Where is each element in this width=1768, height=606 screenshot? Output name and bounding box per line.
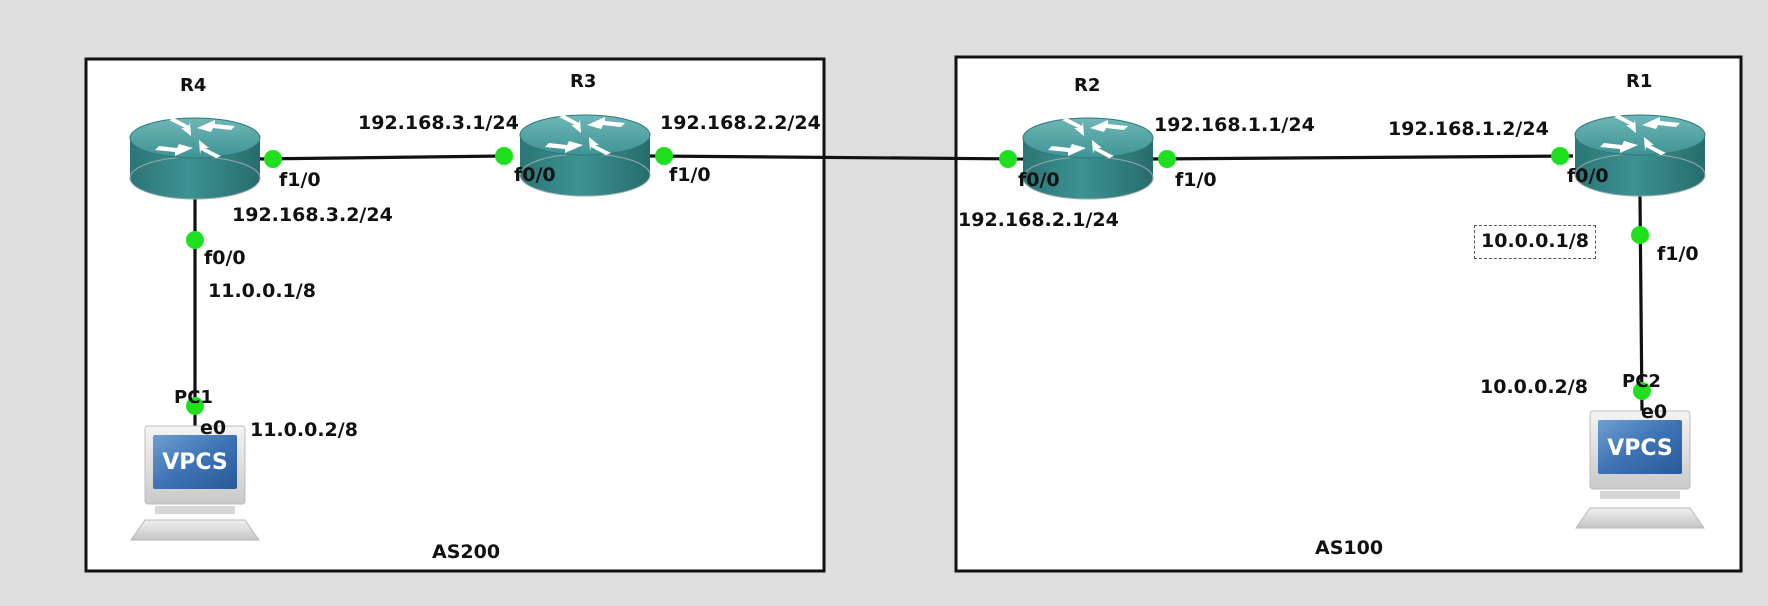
router-r1[interactable] [1574, 114, 1706, 197]
device-label-r3: R3 [570, 71, 597, 92]
if-label-r3-f00: f0/0 [514, 164, 556, 186]
pc-pc1[interactable]: VPCS [130, 425, 260, 541]
port-dot-r1-f10[interactable] [1631, 226, 1649, 244]
port-dot-pc1-e0[interactable] [186, 397, 204, 415]
pc-pc2[interactable]: VPCS [1575, 410, 1705, 529]
addr-label-r3-f10: 192.168.2.2/24 [660, 112, 821, 134]
if-label-r1-f10: f1/0 [1657, 243, 1699, 265]
port-dot-r3-f00[interactable] [495, 147, 513, 165]
port-dot-r2-f10[interactable] [1158, 150, 1176, 168]
addr-label-pc2: 10.0.0.2/8 [1480, 376, 1588, 398]
device-label-r1: R1 [1626, 71, 1653, 92]
link-r4-r3[interactable] [255, 154, 505, 161]
port-dot-r2-f00[interactable] [999, 150, 1017, 168]
router-arrows-icon [1600, 115, 1680, 155]
if-label-r4-f10: f1/0 [279, 169, 321, 191]
device-label-pc2: PC2 [1622, 371, 1661, 392]
if-label-r1-f00: f0/0 [1567, 165, 1609, 187]
port-dot-r4-f10[interactable] [264, 150, 282, 168]
device-label-r2: R2 [1074, 75, 1101, 96]
addr-label-r3-f00: 192.168.3.1/24 [358, 112, 519, 134]
link-r3-r2[interactable] [649, 154, 1026, 161]
addr-label-r2-f10: 192.168.1.1/24 [1154, 114, 1315, 136]
link-r2-r1[interactable] [1149, 154, 1574, 161]
addr-label-r4-f10: 192.168.3.2/24 [232, 204, 393, 226]
port-dot-pc2-e0[interactable] [1633, 382, 1651, 400]
addr-label-r2-f00: 192.168.2.1/24 [958, 209, 1119, 231]
addr-label-pc1: 11.0.0.2/8 [250, 419, 358, 441]
port-dot-r1-f00[interactable] [1551, 147, 1569, 165]
area-label-as200: AS200 [432, 541, 501, 563]
router-r3[interactable] [519, 114, 651, 197]
router-arrows-icon [1048, 118, 1128, 158]
area-label-as100: AS100 [1315, 537, 1384, 559]
if-label-pc2-e0: e0 [1641, 401, 1668, 423]
device-label-r4: R4 [180, 75, 207, 96]
vpcs-screen-label: VPCS [162, 450, 228, 475]
router-arrows-icon [155, 118, 235, 158]
device-label-pc1: PC1 [174, 387, 213, 408]
vpcs-screen-label: VPCS [1607, 436, 1673, 461]
router-arrows-icon [545, 115, 625, 155]
port-dot-r3-f10[interactable] [655, 147, 673, 165]
if-label-r4-f00: f0/0 [204, 247, 246, 269]
addr-label-r1-f00: 192.168.1.2/24 [1388, 118, 1549, 140]
router-r2[interactable] [1022, 117, 1154, 200]
if-label-r2-f10: f1/0 [1175, 169, 1217, 191]
addr-label-r4-f00: 11.0.0.1/8 [208, 280, 316, 302]
if-label-r2-f00: f0/0 [1018, 169, 1060, 191]
if-label-pc1-e0: e0 [200, 417, 227, 439]
if-label-r3-f10: f1/0 [669, 164, 711, 186]
port-indicators [186, 147, 1651, 415]
addr-label-r1-f10: 10.0.0.1/8 [1474, 225, 1596, 259]
port-dot-r4-f00[interactable] [186, 231, 204, 249]
router-r4[interactable] [129, 117, 261, 200]
